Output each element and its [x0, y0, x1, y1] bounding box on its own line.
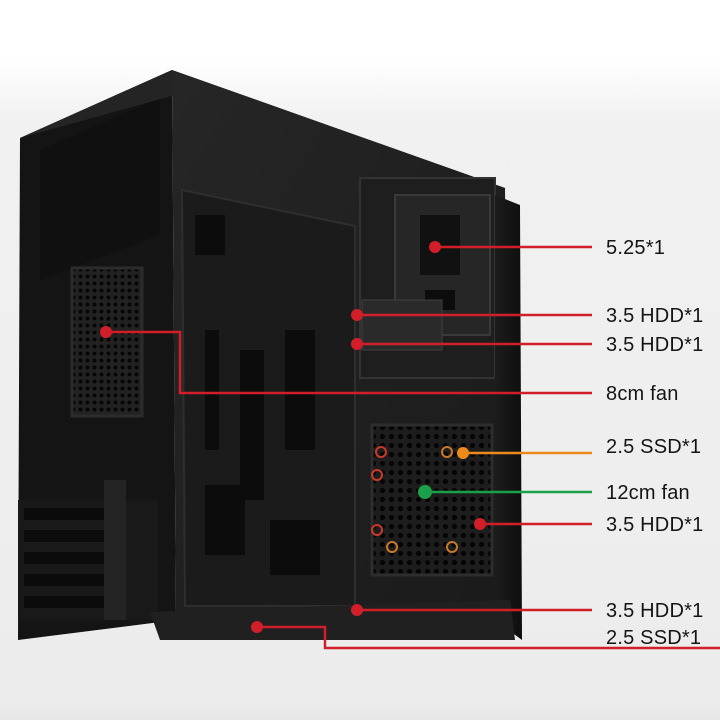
dot-ssd-1	[457, 447, 469, 459]
drive-cage	[359, 177, 496, 379]
label-hdd-1: 3.5 HDD*1	[606, 305, 704, 327]
label-hdd-3: 3.5 HDD*1	[606, 514, 704, 536]
screw-markers	[371, 446, 458, 553]
label-hdd-2: 3.5 HDD*1	[606, 334, 704, 356]
dot-hdd-1	[351, 309, 363, 321]
case-front-edge	[495, 195, 522, 640]
expansion-slots	[18, 480, 158, 620]
dot-ssd-2	[251, 621, 263, 633]
dot-hdd-4	[351, 604, 363, 616]
callout-lines	[106, 245, 720, 650]
leader-ssd-2	[257, 625, 720, 650]
label-ssd-1: 2.5 SSD*1	[606, 436, 702, 458]
dot-fan-8cm	[100, 326, 112, 338]
label-hdd-4: 3.5 HDD*1	[606, 600, 704, 622]
dot-hdd-3	[474, 518, 486, 530]
case-back-inner	[40, 98, 160, 280]
label-ssd-2: 2.5 SSD*1	[606, 627, 702, 649]
dot-fan-12cm	[418, 485, 432, 499]
front-fan-grille	[370, 423, 494, 577]
label-fan-12cm: 12cm fan	[606, 482, 690, 504]
callout-dots	[100, 241, 486, 633]
label-bay-525: 5.25*1	[606, 237, 666, 259]
label-fan-8cm: 8cm fan	[606, 383, 679, 405]
rear-fan-grille	[70, 266, 144, 418]
tray-cutouts	[195, 215, 320, 575]
leader-fan-8cm	[106, 330, 592, 395]
dot-hdd-2	[351, 338, 363, 350]
dot-bay-525	[429, 241, 441, 253]
